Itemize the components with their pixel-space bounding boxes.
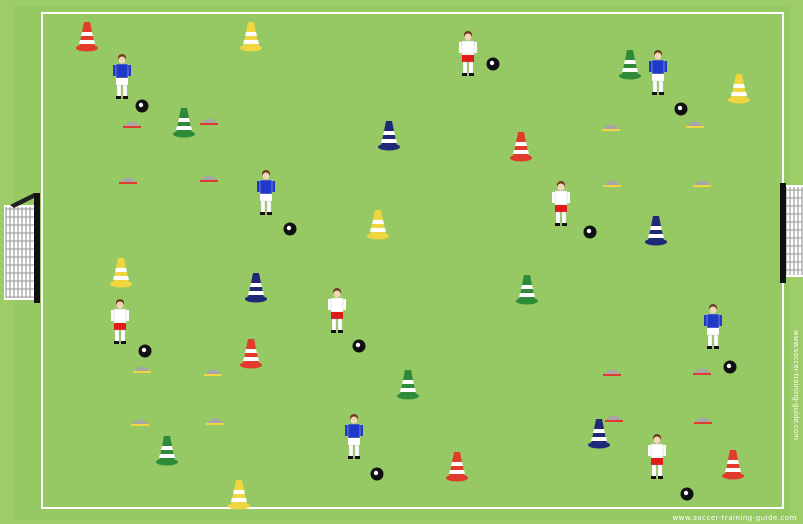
soccer-ball bbox=[139, 345, 152, 358]
soccer-ball bbox=[371, 468, 384, 481]
soccer-ball bbox=[353, 340, 366, 353]
bottom-watermark: www.soccer-training-guide.com bbox=[672, 514, 797, 522]
soccer-ball bbox=[584, 226, 597, 239]
right-goal bbox=[780, 183, 803, 283]
soccer-ball bbox=[284, 223, 297, 236]
side-watermark: www.soccer-training-guide.com bbox=[788, 330, 800, 520]
soccer-ball bbox=[724, 361, 737, 374]
left-goal bbox=[4, 193, 40, 303]
soccer-ball bbox=[681, 488, 694, 501]
soccer-ball bbox=[136, 100, 149, 113]
soccer-ball bbox=[487, 58, 500, 71]
grass bbox=[14, 6, 790, 520]
soccer-ball bbox=[675, 103, 688, 116]
